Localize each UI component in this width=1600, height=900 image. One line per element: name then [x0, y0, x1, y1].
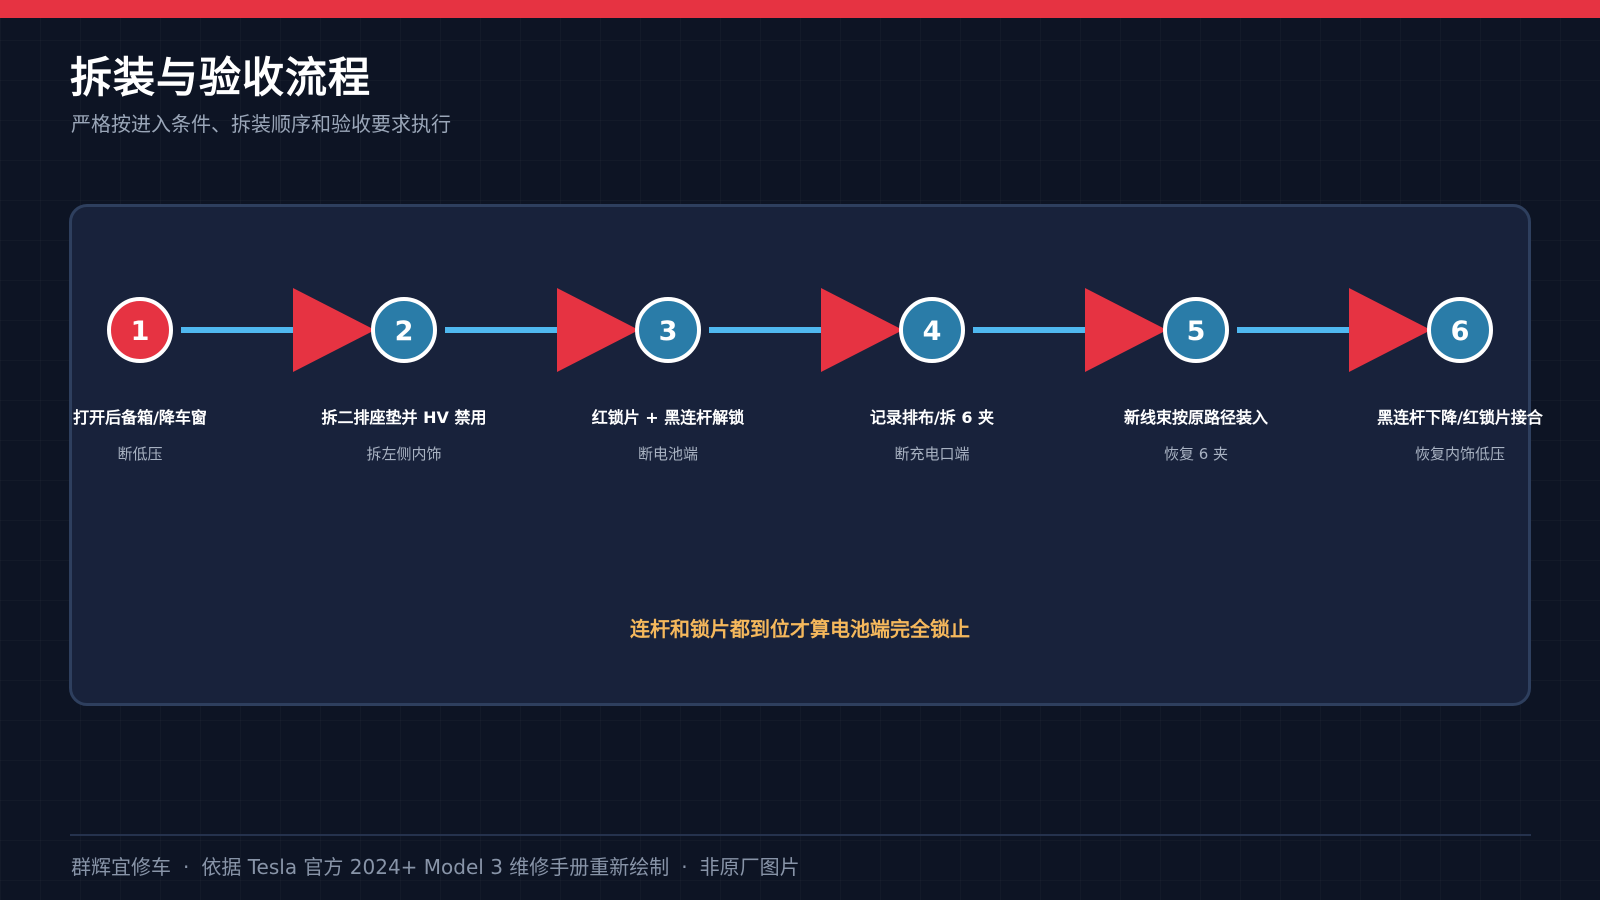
step-title-4: 记录排布/拆 6 夹: [869, 408, 995, 427]
step-subtitle-4: 断充电口端: [894, 445, 970, 463]
step-title-1: 打开后备箱/降车窗: [73, 408, 207, 427]
footer-separator: ·: [681, 855, 688, 879]
lock-note: 连杆和锁片都到位才算电池端完全锁止: [630, 617, 970, 641]
page-title: 拆装与验收流程: [70, 53, 372, 102]
step-subtitle-1: 断低压: [117, 445, 163, 463]
footer-brand: 群辉宜修车: [71, 855, 171, 879]
footer-separator: ·: [183, 855, 190, 879]
step-subtitle-2: 拆左侧内饰: [366, 445, 442, 463]
footer-divider: [70, 834, 1531, 836]
step-subtitle-3: 断电池端: [637, 445, 698, 463]
step-title-2: 拆二排座垫并 HV 禁用: [321, 408, 487, 427]
step-subtitle-6: 恢复内饰低压: [1414, 445, 1505, 463]
process-panel: [69, 204, 1531, 706]
step-title-5: 新线束按原路径装入: [1123, 408, 1268, 427]
top-accent-bar: [0, 0, 1600, 18]
footer-source: 依据 Tesla 官方 2024+ Model 3 维修手册重新绘制: [201, 855, 670, 879]
step-subtitle-5: 恢复 6 夹: [1163, 445, 1229, 463]
step-title-6: 黑连杆下降/红锁片接合: [1377, 408, 1543, 427]
step-title-3: 红锁片 + 黑连杆解锁: [591, 408, 745, 427]
footer-disclaimer: 非原厂图片: [699, 855, 800, 879]
footer: 群辉宜修车 · 依据 Tesla 官方 2024+ Model 3 维修手册重新绘制…: [71, 851, 800, 880]
page-subtitle: 严格按进入条件、拆装顺序和验收要求执行: [71, 112, 451, 136]
